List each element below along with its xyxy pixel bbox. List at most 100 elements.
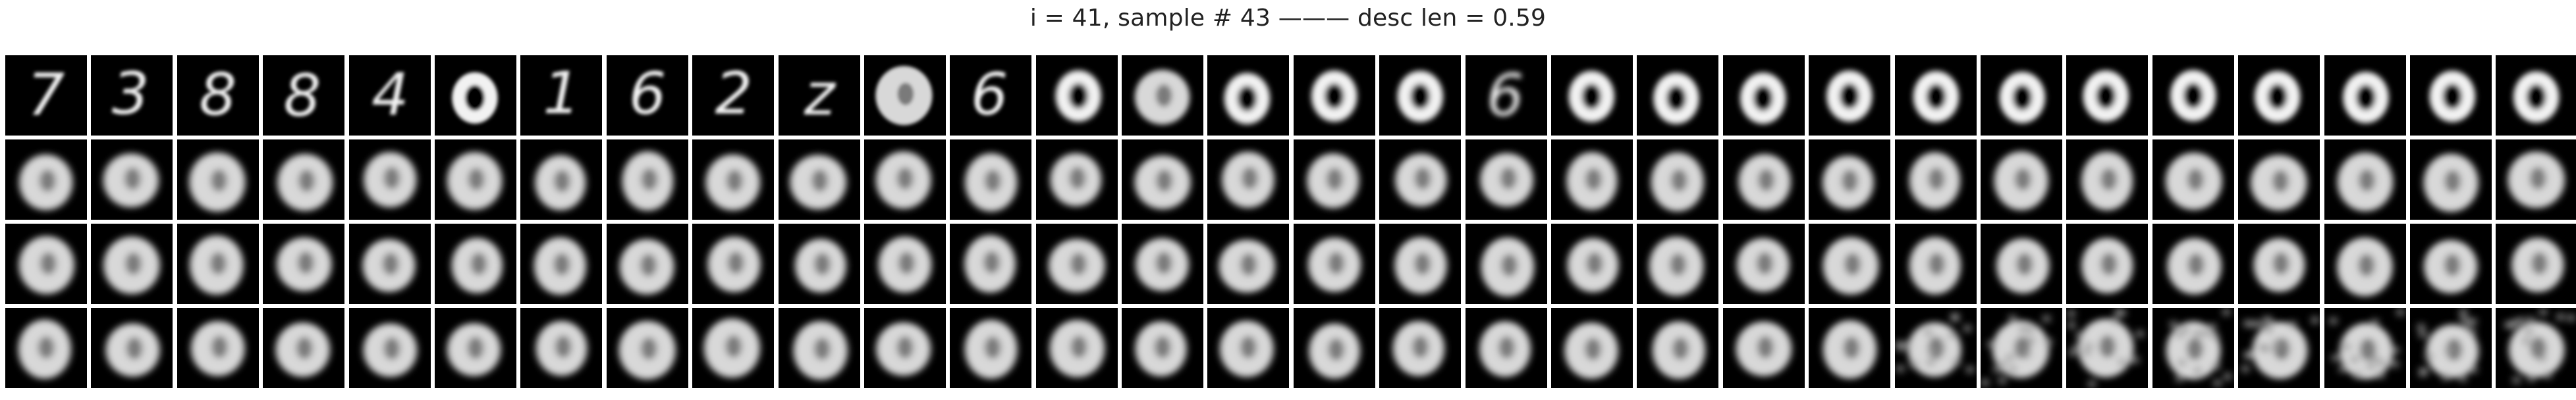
sample-image: [1134, 70, 1190, 125]
sample-image: [965, 319, 1018, 379]
sample-tile: [1122, 308, 1204, 388]
sample-tile: z: [778, 55, 860, 136]
svg-text:8: 8: [284, 63, 321, 130]
sample-tile: [2152, 139, 2234, 220]
sample-image: [1653, 321, 1706, 380]
sample-image: 6: [971, 61, 1008, 128]
sample-image: [105, 323, 161, 377]
sample-tile: 8: [177, 55, 259, 136]
sample-image: [1393, 320, 1445, 376]
sample-tile: 4: [348, 55, 431, 136]
sample-image: [1653, 72, 1700, 124]
sample-image: [2081, 151, 2133, 211]
sample-tile: [1894, 224, 1977, 304]
sample-tile: [348, 308, 431, 388]
sample-image: [1220, 320, 1274, 378]
sample-image: 2: [715, 60, 753, 127]
sample-image: [2083, 70, 2129, 122]
svg-text:8: 8: [199, 61, 236, 128]
sample-image: [1307, 153, 1359, 209]
sample-image: [447, 152, 503, 210]
sample-tile: [950, 139, 1032, 220]
sample-tile: [5, 308, 87, 388]
sample-image: [1135, 321, 1187, 377]
sample-tile: [2496, 224, 2576, 304]
sample-image: 1: [543, 60, 581, 127]
sample-image: [1738, 154, 1791, 210]
sample-image: [277, 153, 333, 211]
sample-image: [1479, 321, 1531, 377]
sample-tile: [1035, 308, 1118, 388]
sample-tile: [520, 308, 603, 388]
sample-tile: [2409, 308, 2492, 388]
sample-tile: 2: [692, 55, 775, 136]
sample-image: [1481, 237, 1534, 297]
sample-image: [1894, 312, 1974, 377]
sample-tile: [2324, 55, 2406, 136]
sample-tile: [1809, 55, 1891, 136]
sample-tile: [2066, 308, 2149, 388]
sample-tile: [606, 224, 688, 304]
sample-tile: [1035, 55, 1118, 136]
sample-image: [1567, 238, 1619, 293]
sample-image: [189, 235, 244, 295]
sample-image: [1397, 70, 1444, 122]
sample-image: [876, 322, 931, 376]
sample-tile: [2238, 55, 2320, 136]
sample-image: [535, 155, 586, 211]
sample-tile: [1122, 139, 1204, 220]
sample-tile: [2152, 224, 2234, 304]
sample-tile: [1637, 55, 1719, 136]
sample-image: [964, 235, 1016, 293]
sample-image: [1307, 237, 1361, 292]
sample-image: [188, 152, 246, 212]
sample-tile: [1465, 224, 1547, 304]
sample-tile: [863, 55, 946, 136]
sample-tile: [950, 224, 1032, 304]
sample-image: [2507, 151, 2565, 209]
sample-tile: [434, 308, 516, 388]
sample-image: [2336, 237, 2393, 297]
sample-tile: [2409, 224, 2492, 304]
sample-image: [1309, 323, 1360, 379]
sample-image: [1566, 152, 1618, 210]
sample-tile: 6: [950, 55, 1032, 136]
sample-image: [792, 320, 848, 380]
sample-image: [452, 72, 498, 124]
sample-image: [1909, 237, 1961, 295]
sample-tile: [177, 224, 259, 304]
sample-tile: [2324, 308, 2406, 388]
sample-image: [103, 236, 161, 294]
sample-image: [619, 239, 674, 295]
sample-tile: [1207, 55, 1290, 136]
sample-tile: [1980, 224, 2062, 304]
sample-image: [1823, 320, 1877, 379]
sample-tile: [520, 224, 603, 304]
sample-image: [1479, 153, 1533, 207]
sample-image: [19, 154, 73, 211]
sample-tile: [606, 308, 688, 388]
sample-tile: 7: [5, 55, 87, 136]
sample-tile: 6: [606, 55, 688, 136]
sample-image: [1981, 314, 2053, 387]
sample-tile: [520, 139, 603, 220]
sample-image: [363, 323, 417, 377]
sample-image: [1050, 153, 1101, 207]
sample-tile: [1809, 139, 1891, 220]
sample-tile: [1293, 308, 1375, 388]
sample-tile: [2409, 139, 2492, 220]
sample-image: [1222, 151, 1275, 208]
sample-image: 6: [628, 61, 666, 128]
sample-image: [1999, 72, 2045, 124]
sample-image: [1740, 72, 1786, 124]
sample-image: z: [803, 61, 836, 128]
sample-image: [362, 239, 416, 292]
sample-tile: [1551, 224, 1633, 304]
sample-image: [2251, 155, 2307, 211]
sample-image: [703, 318, 761, 378]
sample-tile: [2066, 139, 2149, 220]
sample-tile: [1379, 308, 1462, 388]
sample-image: [2504, 308, 2576, 384]
sample-image: [2511, 238, 2564, 293]
